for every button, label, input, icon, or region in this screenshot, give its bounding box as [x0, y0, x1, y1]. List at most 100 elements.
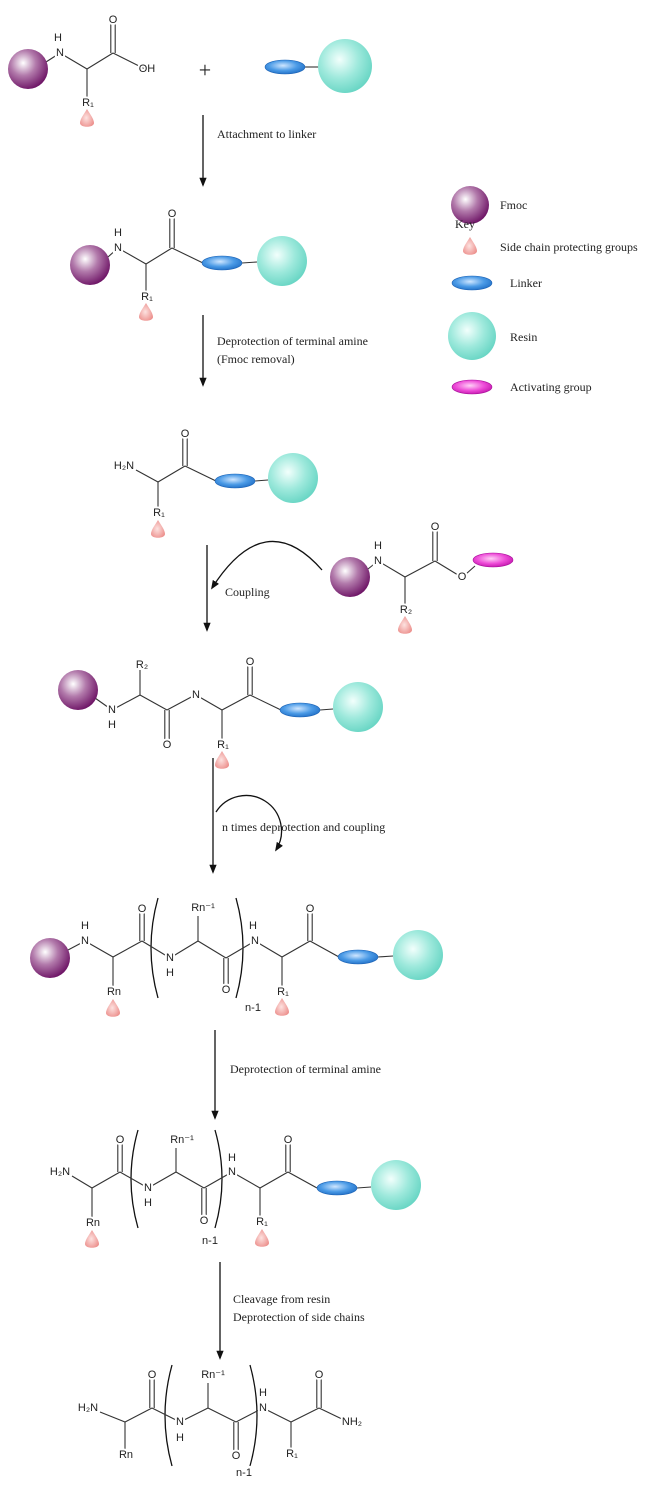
bond — [112, 52, 146, 70]
plus-sign: + — [199, 58, 211, 83]
atom-o: O — [109, 14, 118, 26]
bond — [235, 1407, 264, 1423]
atom-o: O — [306, 903, 315, 915]
atom-h: H — [81, 920, 89, 932]
atom-n: N — [228, 1166, 236, 1178]
atom-n: N — [56, 47, 64, 59]
atom-h: H — [374, 540, 382, 552]
step-deprotection-2-label: Deprotection of terminal amine — [230, 1062, 381, 1076]
atom-o: O — [222, 984, 231, 996]
bond — [166, 694, 196, 711]
bond — [112, 940, 143, 958]
linker-icon — [316, 1180, 358, 1196]
key-linker-label: Linker — [510, 276, 542, 290]
fmoc-sphere-icon — [451, 186, 489, 224]
atom-o: O — [148, 1369, 157, 1381]
key-side-chain-label: Side chain protecting groups — [500, 240, 638, 254]
resin-sphere-icon — [333, 682, 383, 732]
atom-h: H — [108, 719, 116, 731]
key-title: Key — [455, 217, 475, 231]
step-deprotection-label: Deprotection of terminal amine — [217, 334, 368, 348]
atom-o: O — [246, 656, 255, 668]
atom-n: N — [176, 1416, 184, 1428]
side-chain-protecting-group-icon — [463, 237, 477, 255]
step-side-chain-deprotection-label: Deprotection of side chains — [233, 1310, 365, 1324]
bond — [254, 479, 269, 482]
right-parenthesis — [235, 897, 244, 999]
atom-rn: Rn — [119, 1449, 133, 1461]
repeat-cycle-arrow — [215, 794, 283, 852]
bond — [249, 694, 282, 711]
atom-o: O — [138, 903, 147, 915]
side-chain-protecting-group-icon — [255, 1229, 269, 1247]
side-chain-protecting-group-icon — [398, 616, 412, 634]
linker-icon — [201, 255, 243, 271]
atom-o: O — [181, 428, 190, 440]
right-parenthesis — [214, 1129, 223, 1229]
fmoc-sphere-icon — [70, 245, 110, 285]
bond — [434, 560, 459, 576]
atom-nh2: NH₂ — [342, 1416, 362, 1428]
atom-n: N — [144, 1182, 152, 1194]
atom-h: H — [166, 967, 174, 979]
atom-r1: R₁ — [286, 1448, 298, 1460]
bond — [184, 465, 217, 482]
atom-n: N — [251, 935, 259, 947]
resin-sphere-icon — [393, 930, 443, 980]
atom-h2n: H₂N — [114, 460, 134, 472]
resin-sphere-icon — [257, 236, 307, 286]
atom-h2n: H₂N — [50, 1166, 70, 1178]
linker-icon — [214, 473, 256, 489]
atom-h: H — [114, 227, 122, 239]
side-chain-protecting-group-icon — [80, 109, 94, 127]
side-chain-protecting-group-icon — [85, 1230, 99, 1248]
atom-h: H — [54, 32, 62, 44]
atom-rn: Rn — [107, 986, 121, 998]
left-parenthesis — [130, 1129, 139, 1229]
linker-icon — [264, 59, 306, 75]
bond — [356, 1186, 372, 1189]
bond — [157, 465, 186, 483]
bond — [84, 940, 114, 958]
bond — [91, 1171, 121, 1189]
bond — [254, 940, 283, 958]
bond — [171, 247, 204, 264]
right-parenthesis — [249, 1364, 258, 1467]
bond — [203, 1171, 233, 1189]
atom-o: O — [200, 1215, 209, 1227]
repeat-count-n-minus-1: n-1 — [202, 1235, 218, 1247]
fmoc-sphere-icon — [8, 49, 48, 89]
fmoc-sphere-icon — [330, 557, 370, 597]
bond — [71, 1175, 93, 1189]
side-chain-protecting-group-icon — [139, 303, 153, 321]
bond — [99, 1411, 126, 1423]
bond — [262, 1407, 292, 1423]
bond — [281, 940, 311, 958]
atom-r1: R₁ — [217, 739, 229, 751]
linker-icon — [337, 949, 379, 965]
atom-o: O — [168, 208, 177, 220]
bond — [367, 560, 379, 570]
bond — [179, 1407, 209, 1423]
key-fmoc-label: Fmoc — [500, 198, 527, 212]
bond — [241, 261, 258, 264]
bond — [175, 1171, 205, 1189]
atom-o: O — [315, 1369, 324, 1381]
resin-sphere-icon — [448, 312, 496, 360]
atom-r2: R₂ — [400, 604, 412, 616]
atom-n: N — [259, 1402, 267, 1414]
bond — [377, 955, 394, 958]
atom-n: N — [108, 704, 116, 716]
resin-sphere-icon — [318, 39, 372, 93]
atom-h2n: H₂N — [78, 1402, 98, 1414]
atom-r1: R₁ — [277, 986, 289, 998]
atom-n: N — [192, 689, 200, 701]
bond — [151, 1407, 181, 1423]
atom-n: N — [166, 952, 174, 964]
left-parenthesis — [164, 1364, 173, 1467]
side-chain-protecting-group-icon — [151, 520, 165, 538]
atom-r1: R₁ — [256, 1216, 268, 1228]
step-coupling-label: Coupling — [225, 585, 270, 599]
bond — [107, 247, 119, 258]
activating-group-icon — [472, 552, 514, 568]
